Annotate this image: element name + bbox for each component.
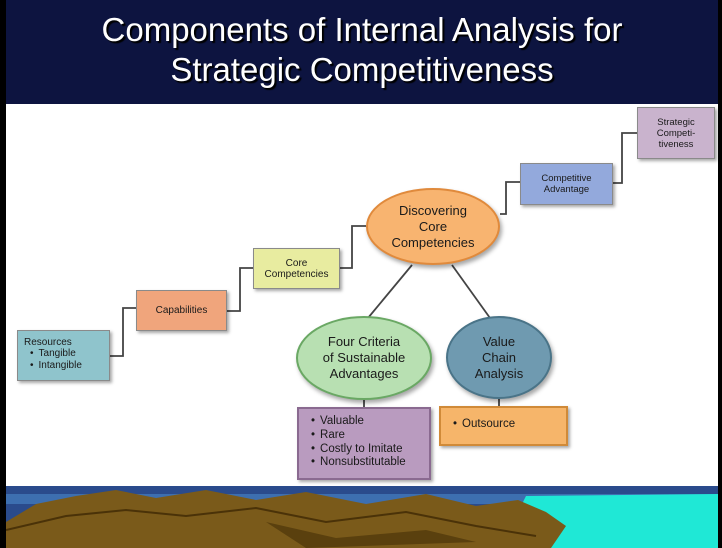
title-bar: Components of Internal Analysis for Stra… xyxy=(6,0,718,104)
criteria-item: Nonsubstitutable xyxy=(311,456,425,470)
four-criteria-ellipse: Four Criteria of Sustainable Advantages xyxy=(296,316,432,400)
footer-landscape xyxy=(6,486,718,548)
connector-capabilities-core xyxy=(227,267,253,312)
strategic-line-1: Strategic xyxy=(657,116,695,128)
connector-discovering-criteria xyxy=(367,264,413,319)
slide-title-line-1: Components of Internal Analysis for xyxy=(101,11,623,48)
connector-core-discovering xyxy=(340,225,366,269)
connector-discovering-valuechain xyxy=(451,264,491,319)
criteria-item: Costly to Imitate xyxy=(311,443,425,457)
capabilities-label: Capabilities xyxy=(155,305,208,316)
discovering-line-1: Discovering xyxy=(399,202,467,218)
connector-advantage-strategic xyxy=(613,132,637,184)
footer-sea xyxy=(516,494,718,548)
frame-left xyxy=(0,0,6,548)
strategic-line-2: Competi- xyxy=(656,127,696,139)
footer-shadow xyxy=(266,522,476,548)
connector-resources-capabilities xyxy=(110,307,136,357)
footer-water xyxy=(6,494,718,504)
competitive-advantage-line-1: Competitive xyxy=(541,173,592,184)
criteria-item: Rare xyxy=(311,429,425,443)
frame-right xyxy=(718,0,722,548)
value-chain-list-box: Outsource xyxy=(439,406,568,446)
criteria-list: Valuable Rare Costly to Imitate Nonsubst… xyxy=(305,415,425,470)
core-competencies-line-2: Competencies xyxy=(264,268,329,280)
value-chain-item: Outsource xyxy=(453,418,562,432)
strategic-line-3: tiveness xyxy=(658,138,694,150)
slide-title: Components of Internal Analysis for Stra… xyxy=(6,10,718,90)
criteria-item: Valuable xyxy=(311,415,425,429)
value-chain-list: Outsource xyxy=(447,418,562,432)
slide-title-line-2: Strategic Competitiveness xyxy=(170,51,554,88)
capabilities-box: Capabilities xyxy=(136,290,227,331)
competitive-advantage-line-2: Advantage xyxy=(543,184,590,195)
discovering-line-3: Competencies xyxy=(391,234,475,250)
four-criteria-line-1: Four Criteria xyxy=(327,334,401,349)
resources-box: Resources Tangible Intangible xyxy=(17,330,110,381)
criteria-list-box: Valuable Rare Costly to Imitate Nonsubst… xyxy=(297,407,431,480)
four-criteria-line-3: Advantages xyxy=(329,366,399,381)
discovering-core-competencies-ellipse: Discovering Core Competencies xyxy=(366,188,500,265)
value-chain-line-2: Chain xyxy=(482,349,516,365)
core-competencies-box: Core Competencies xyxy=(253,248,340,289)
strategic-competitiveness-box: Strategic Competi- tiveness xyxy=(637,107,715,159)
value-chain-analysis-ellipse: Value Chain Analysis xyxy=(446,316,552,399)
value-chain-line-1: Value xyxy=(482,333,516,349)
value-chain-line-3: Analysis xyxy=(474,365,524,381)
connector-discovering-advantage xyxy=(500,181,520,215)
core-competencies-line-1: Core xyxy=(285,257,308,269)
resources-item: Intangible xyxy=(30,360,104,372)
four-criteria-line-2: of Sustainable xyxy=(322,350,406,365)
resources-list: Tangible Intangible xyxy=(24,348,104,372)
discovering-line-2: Core xyxy=(418,218,448,234)
competitive-advantage-box: Competitive Advantage xyxy=(520,163,613,205)
resources-title: Resources xyxy=(24,337,72,348)
footer-ridge xyxy=(6,506,537,537)
resources-item: Tangible xyxy=(30,348,104,360)
